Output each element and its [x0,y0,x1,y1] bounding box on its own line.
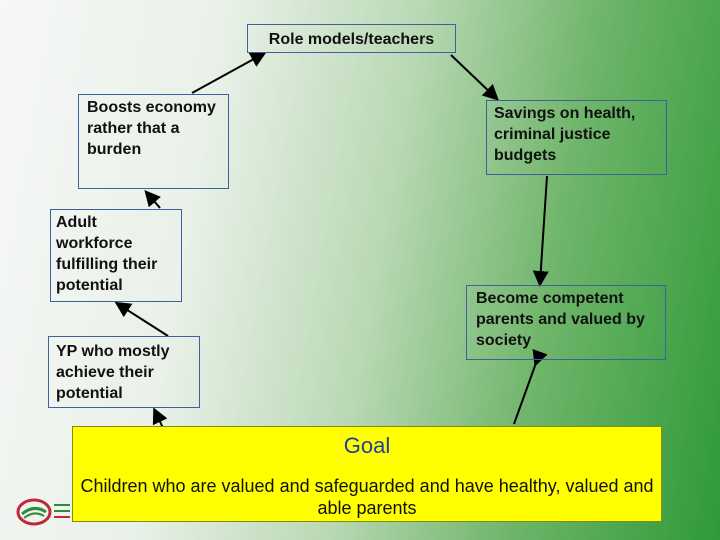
arrow-savings-to-become [532,175,549,287]
node-adult-workforce: Adult workforce fulfilling their potenti… [50,209,182,302]
node-savings: Savings on health, criminal justice budg… [486,100,667,175]
goal-box: Goal Children who are valued and safegua… [72,426,662,522]
arrow-yp-to-adult [114,301,169,337]
arrow-adult-to-boosts [144,189,161,209]
node-become-parents: Become competent parents and valued by s… [466,285,666,360]
node-yp: YP who mostly achieve their potential [48,336,200,408]
node-role-models: Role models/teachers [247,24,456,53]
node-boosts-economy: Boosts economy rather that a burden [78,94,229,189]
arrow-become-to-goal [513,348,548,425]
goal-title: Goal [343,433,391,458]
goal-text: Children who are valued and safeguarded … [80,476,654,518]
arrow-boosts-to-role [191,52,267,94]
arrow-role-to-savings [450,54,499,101]
logo [16,498,70,526]
arrow-goal-to-yp [152,407,168,429]
